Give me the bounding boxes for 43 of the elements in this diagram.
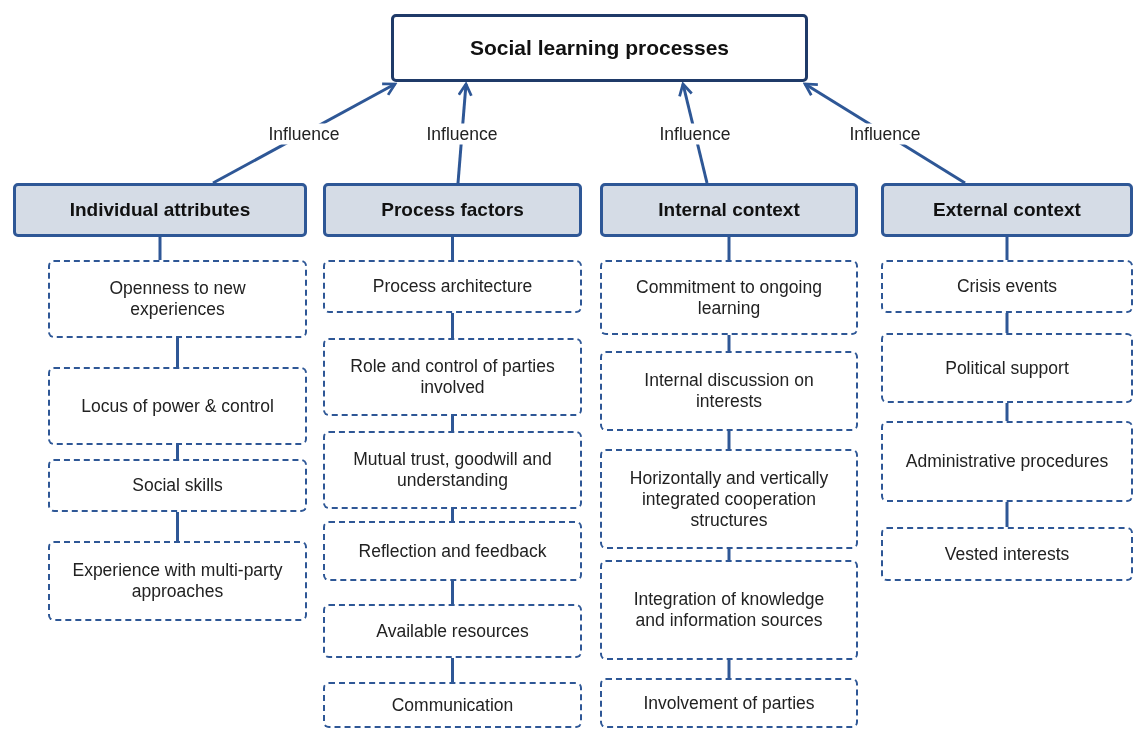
factor-box: Social skills bbox=[48, 459, 307, 512]
connector-line bbox=[451, 416, 454, 431]
connector-line bbox=[727, 549, 731, 560]
connector-line bbox=[727, 237, 731, 260]
connector-line bbox=[176, 338, 179, 367]
factor-box: Experience with multi-party approaches bbox=[48, 541, 307, 621]
connector-line bbox=[176, 445, 179, 459]
factor-box: Political support bbox=[881, 333, 1133, 403]
connector-line bbox=[727, 660, 731, 678]
connector-line bbox=[727, 431, 731, 449]
category-box: External context bbox=[881, 183, 1133, 237]
factor-box: Administrative procedures bbox=[881, 421, 1133, 502]
connector-line bbox=[451, 509, 454, 521]
connector-line bbox=[451, 313, 454, 338]
factor-box: Openness to new experiences bbox=[48, 260, 307, 338]
connector-line bbox=[176, 512, 179, 541]
category-box: Individual attributes bbox=[13, 183, 307, 237]
factor-box: Reflection and feedback bbox=[323, 521, 582, 581]
connector-line bbox=[727, 335, 731, 351]
factor-box: Process architecture bbox=[323, 260, 582, 313]
connector-line bbox=[1005, 502, 1009, 527]
factor-box: Communication bbox=[323, 682, 582, 728]
category-box: Internal context bbox=[600, 183, 858, 237]
connector-line bbox=[158, 237, 162, 260]
factor-box: Mutual trust, goodwill and understanding bbox=[323, 431, 582, 509]
factor-box: Vested interests bbox=[881, 527, 1133, 581]
connector-line bbox=[451, 237, 454, 260]
title-box: Social learning processes bbox=[391, 14, 808, 82]
factor-box: Role and control of parties involved bbox=[323, 338, 582, 416]
factor-box: Involvement of parties bbox=[600, 678, 858, 728]
factor-box: Internal discussion on interests bbox=[600, 351, 858, 431]
factor-box: Crisis events bbox=[881, 260, 1133, 313]
factor-box: Horizontally and vertically integrated cooperation structures bbox=[600, 449, 858, 549]
connector-line bbox=[451, 581, 454, 604]
factor-box: Integration of knowledge and information sources bbox=[600, 560, 858, 660]
category-box: Process factors bbox=[323, 183, 582, 237]
connector-line bbox=[1005, 403, 1009, 421]
connector-line bbox=[1005, 237, 1009, 260]
connector-line bbox=[451, 658, 454, 682]
factor-box: Available resources bbox=[323, 604, 582, 658]
factor-box: Locus of power & control bbox=[48, 367, 307, 445]
connector-line bbox=[1005, 313, 1009, 333]
factor-box: Commitment to ongoing learning bbox=[600, 260, 858, 335]
